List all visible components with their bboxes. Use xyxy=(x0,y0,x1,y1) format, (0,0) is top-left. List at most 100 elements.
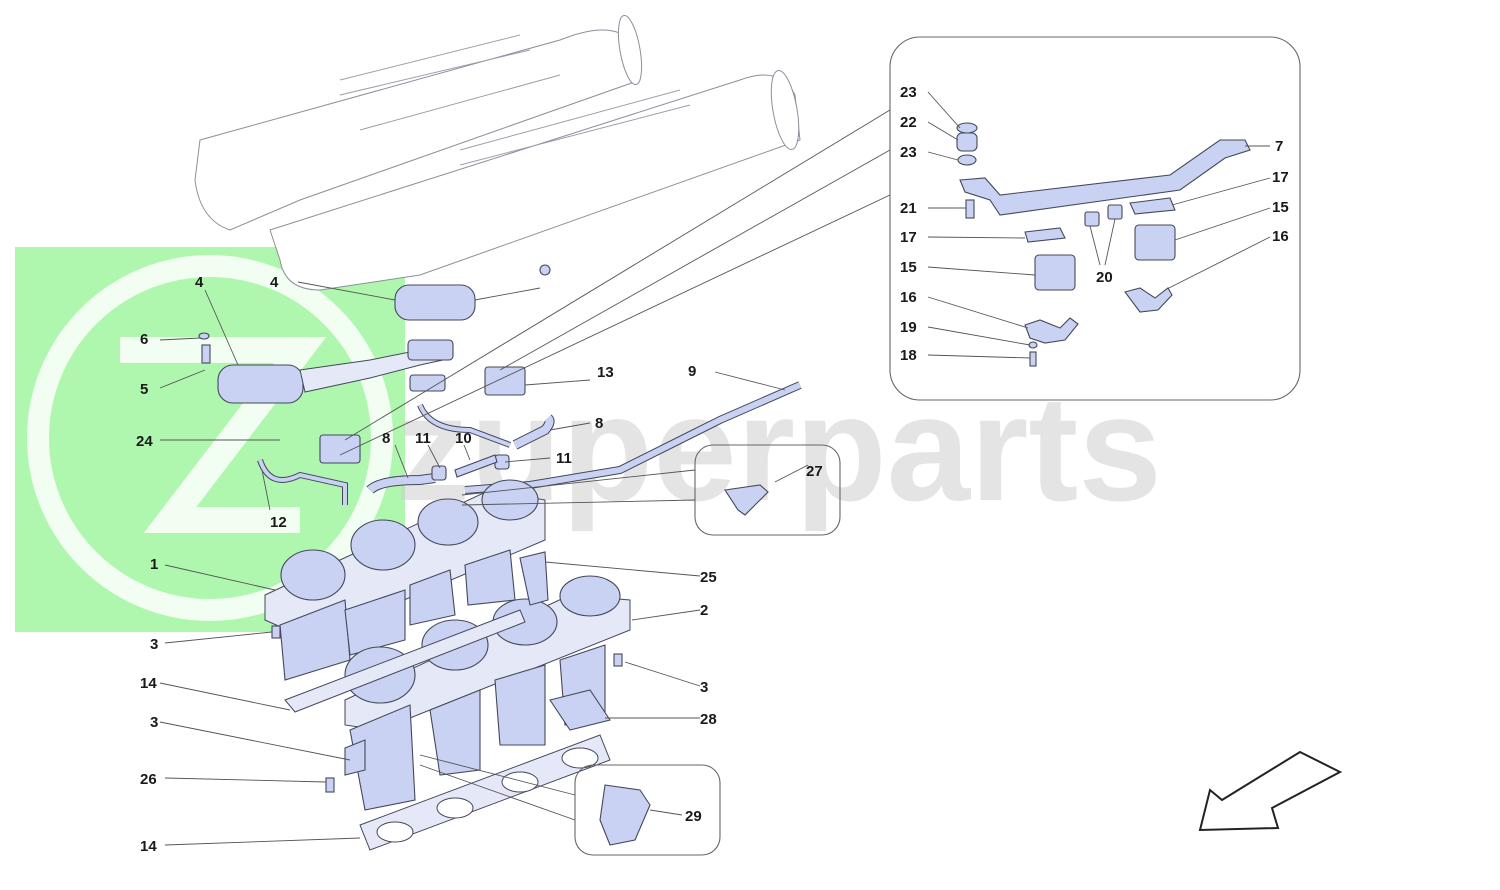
callout-2: 2 xyxy=(700,602,708,619)
manifold-1-port-2 xyxy=(350,519,416,571)
detail-box-bracket xyxy=(889,36,1301,401)
callout-18: 18 xyxy=(900,347,917,364)
gasket-hole-3 xyxy=(501,771,539,793)
solenoid-15-right xyxy=(1134,224,1176,261)
gasket-hole-4 xyxy=(561,747,599,769)
callout-27: 27 xyxy=(806,463,823,480)
hose-8-left xyxy=(367,474,436,494)
washer-19 xyxy=(1028,341,1038,349)
gaskets-14 xyxy=(284,609,611,851)
grommet-22 xyxy=(956,132,978,152)
callout-5: 5 xyxy=(140,381,148,398)
actuator-upper xyxy=(394,264,551,321)
callout-1: 1 xyxy=(150,556,158,573)
callout-23-bottom: 23 xyxy=(900,144,917,161)
callout-15-right: 15 xyxy=(1272,199,1289,216)
actuator-4-lower xyxy=(217,364,304,404)
grommet-20-right xyxy=(1107,204,1123,220)
clip-17-left xyxy=(1024,227,1066,243)
callout-4-upper: 4 xyxy=(270,274,279,291)
solenoid-right xyxy=(484,366,526,396)
screw-5 xyxy=(201,344,211,364)
callout-23-top: 23 xyxy=(900,84,917,101)
screw-18 xyxy=(1029,351,1037,367)
small-fasteners-left xyxy=(198,332,211,364)
callout-21: 21 xyxy=(900,200,917,217)
sensor-27 xyxy=(724,484,769,516)
callout-16-left: 16 xyxy=(900,289,917,306)
tee-10 xyxy=(454,454,498,478)
actuator-lower xyxy=(217,339,454,404)
detail-box-27: 27 xyxy=(694,444,841,536)
manifold-1-port-3 xyxy=(417,498,479,546)
manifold-2-runner-1 xyxy=(349,704,416,811)
callout-29: 29 xyxy=(685,808,702,825)
callout-3-right: 3 xyxy=(700,679,708,696)
bracket-16-right xyxy=(1124,287,1173,313)
grommet-20-left xyxy=(1084,211,1100,227)
intake-manifold-1 xyxy=(264,479,546,681)
manifold-2-runner-3 xyxy=(494,664,546,746)
detail-box-bracket-frame xyxy=(889,36,1301,401)
callout-14-upper: 14 xyxy=(140,675,157,692)
callout-13: 13 xyxy=(597,364,614,381)
o-ring-6 xyxy=(198,332,210,340)
leader-lines xyxy=(159,91,1271,846)
bracket-3-lower xyxy=(344,739,366,776)
detail-box-29-frame xyxy=(574,764,721,856)
plenum-ribs xyxy=(339,34,691,166)
callout-22: 22 xyxy=(900,114,917,131)
callout-25: 25 xyxy=(700,569,717,586)
callout-15-left: 15 xyxy=(900,259,917,276)
callout-19: 19 xyxy=(900,319,917,336)
manifold-2-port-4 xyxy=(559,575,621,617)
harness-connector-2 xyxy=(409,374,446,392)
callout-8-left: 8 xyxy=(382,430,390,447)
callout-24: 24 xyxy=(136,433,153,450)
manifold-1-runner-2 xyxy=(344,589,406,656)
detail-box-29: 29 xyxy=(574,764,721,856)
bracket-7 xyxy=(959,139,1251,216)
harness-connector xyxy=(407,339,454,361)
plenum-right xyxy=(269,74,801,291)
solenoid-valves xyxy=(319,366,526,464)
manifold-1-runner-3 xyxy=(409,569,456,626)
callout-12: 12 xyxy=(270,514,287,531)
callout-17-right: 17 xyxy=(1272,169,1289,186)
callout-4-lower: 4 xyxy=(195,274,204,291)
callout-7: 7 xyxy=(1275,138,1283,155)
callout-10: 10 xyxy=(455,430,472,447)
callout-17-left: 17 xyxy=(900,229,917,246)
plenum-left xyxy=(194,29,641,231)
screw-3-upper xyxy=(271,625,281,639)
clip-17-right xyxy=(1129,197,1176,215)
manifold-2-runner-2 xyxy=(429,689,481,776)
engine-plenum-ghost xyxy=(194,14,801,291)
callout-3-lower: 3 xyxy=(150,714,158,731)
bracket-25 xyxy=(519,551,549,606)
arrow-southwest-icon xyxy=(1198,750,1343,832)
callout-11-left: 11 xyxy=(415,430,431,447)
actuator-4-upper xyxy=(394,284,476,321)
plenum-right-end xyxy=(770,70,800,150)
misc-small-parts xyxy=(271,551,623,793)
detail-box-27-frame xyxy=(694,444,841,536)
callout-8-right: 8 xyxy=(595,415,603,432)
hose-8-right xyxy=(513,415,554,449)
callout-26: 26 xyxy=(140,771,157,788)
solenoid-left xyxy=(319,434,361,464)
gasket-hole-2 xyxy=(436,797,474,819)
screw-21 xyxy=(965,199,975,219)
plenum-left-end xyxy=(617,14,643,86)
hose-13 xyxy=(418,404,511,447)
gasket-14-lower xyxy=(359,734,611,851)
callout-14-lower: 14 xyxy=(140,838,157,855)
washer-23-bottom xyxy=(957,154,977,166)
hose-12 xyxy=(258,459,347,505)
solenoid-15-left xyxy=(1034,254,1076,291)
callout-20: 20 xyxy=(1096,269,1113,286)
callout-labels: 4 4 6 5 24 12 8 11 10 11 13 8 9 1 3 25 2… xyxy=(136,84,1289,855)
manifold-1-port-1 xyxy=(280,549,346,601)
